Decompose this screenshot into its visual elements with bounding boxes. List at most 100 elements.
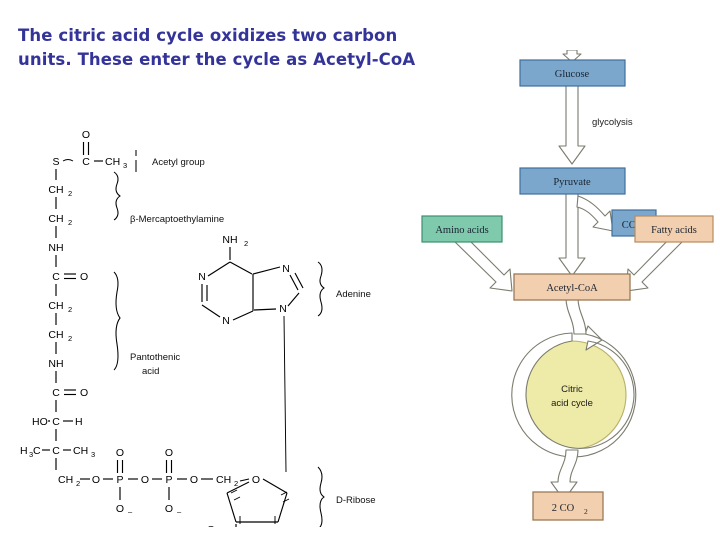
node-amino-acids[interactable]: Amino acids (421, 215, 503, 243)
node-pyruvate-label: Pyruvate (553, 177, 591, 188)
citric-acid-cycle-node: Citric acid cycle (511, 325, 637, 458)
gem-dimethyl-row: H 3 C C CH 3 (20, 445, 95, 459)
atom-ch3-right: CH (73, 445, 88, 457)
node-glucose-label: Glucose (555, 69, 590, 80)
atom-ch2-d: CH (48, 329, 63, 341)
arrow-amino-to-acetylcoa (450, 231, 513, 292)
node-co2-label: CO (622, 220, 637, 231)
node-fatty-acids-label: Fatty acids (651, 225, 697, 236)
atom-h4: H (75, 416, 83, 428)
node-fatty-acids-box[interactable] (634, 215, 714, 243)
acetyl-coa-structure-diagram: O S C CH 3 CH 2 CH 2 NH C O CH 2 CH 2 NH… (18, 112, 418, 527)
brace-ribose: D-Ribose (317, 466, 376, 527)
node-amino-acids-box[interactable] (421, 215, 503, 243)
atom-ho: HO (32, 416, 48, 428)
atom-c4: C (52, 416, 60, 428)
carbonyl-top-group: O (82, 129, 90, 155)
ribose-ring-group: O OH (226, 474, 290, 524)
atom-ch2-c: CH (48, 300, 63, 312)
atom-h3c-sub: 3 (29, 450, 33, 459)
node-2-co2-label: 2 CO (552, 503, 575, 514)
arrow-acetylcoa-into-cycle (565, 297, 587, 335)
atom-nh-b: NH (48, 358, 63, 370)
atom-o2: O (80, 271, 88, 283)
inflow-arrow-stub (562, 50, 582, 63)
label-acetyl-group: Acetyl group (152, 157, 205, 168)
atom-ch3-top: CH (105, 156, 120, 168)
atom-c5: C (52, 445, 60, 457)
metabolic-pathway-diagram: glycolysis Citric acid cycle Glucose Py (420, 50, 720, 535)
diphosphate-row: CH 2 O P O O – O P O O – O CH 2 (58, 447, 238, 516)
label-glycolysis: glycolysis (592, 117, 633, 128)
atom-nh2: NH (222, 234, 237, 246)
atom-p3-o-top: O (207, 524, 215, 527)
atom-h3c: H (20, 445, 28, 457)
node-glucose[interactable]: Glucose (519, 59, 626, 87)
brace-acetyl-group: Acetyl group (135, 150, 205, 172)
atom-ch2-a: CH (48, 184, 63, 196)
atom-o1: O (82, 129, 90, 141)
atom-ch2-b: CH (48, 213, 63, 225)
atom-s: S (52, 156, 59, 168)
title-line-2: units. These enter the cycle as Acetyl-C… (18, 50, 416, 69)
node-fatty-acids[interactable]: Fatty acids (634, 215, 714, 243)
cycle-label-line1: Citric (561, 384, 583, 395)
hydroxyl-carbon-row: HO C H (32, 416, 83, 428)
node-acetyl-coa-label: Acetyl-CoA (546, 283, 598, 294)
atom-ch3-right-sub: 3 (91, 450, 95, 459)
node-glucose-box[interactable] (519, 59, 626, 87)
atom-nh-a: NH (48, 242, 63, 254)
brace-pantothenic-acid: Pantothenic acid (113, 271, 180, 377)
atom-o3: O (80, 387, 88, 399)
atom-ch2-e-sub: 2 (76, 479, 80, 488)
atom-c1: C (82, 156, 90, 168)
atom-p1-charge: – (128, 507, 133, 516)
node-acetyl-coa[interactable]: Acetyl-CoA (513, 273, 631, 301)
atom-ch2-f: CH (216, 474, 231, 486)
amide-1-group: C O (52, 271, 88, 283)
node-pyruvate-box[interactable] (519, 167, 626, 195)
brace-mercaptoethylamine: β-Mercaptoethylamine (113, 171, 224, 225)
label-ribose: D-Ribose (336, 495, 376, 506)
brace-adenine: Adenine (317, 261, 371, 317)
atom-n9: N (279, 303, 287, 315)
atom-n1: N (198, 271, 206, 283)
label-pantothenic-1: Pantothenic (130, 352, 180, 363)
atom-p2-o-top: O (165, 447, 173, 459)
atom-ring-o: O (252, 474, 260, 486)
node-pyruvate[interactable]: Pyruvate (519, 167, 626, 195)
page-title: The citric acid cycle oxidizes two carbo… (18, 24, 488, 72)
cycle-label-line2: acid cycle (551, 398, 593, 409)
atom-p2-o-bot: O (165, 503, 173, 515)
atom-ch2-f-sub: 2 (234, 479, 238, 488)
atom-o-link3: O (190, 474, 198, 486)
adenine-ring-group: NH 2 N N N N (198, 234, 304, 473)
atom-h3c-rest: C (33, 445, 41, 457)
atom-o-link2: O (141, 474, 149, 486)
label-adenine: Adenine (336, 289, 371, 300)
node-acetyl-coa-box[interactable] (513, 273, 631, 301)
atom-p1: P (116, 474, 123, 486)
label-mercaptoethylamine: β-Mercaptoethylamine (130, 214, 224, 225)
node-2-co2-box[interactable] (532, 491, 604, 521)
atom-p2-charge: – (177, 507, 182, 516)
node-2-co2-sub: 2 (584, 507, 588, 516)
atom-ch2-a-sub: 2 (68, 189, 72, 198)
arrow-glucose-to-pyruvate (558, 85, 586, 165)
atom-ch2-b-sub: 2 (68, 218, 72, 227)
atom-p1-o-bot: O (116, 503, 124, 515)
atom-ch3-top-sub: 3 (123, 161, 127, 170)
atom-ch2-d-sub: 2 (68, 334, 72, 343)
atom-ch2-c-sub: 2 (68, 305, 72, 314)
arrow-cycle-to-co2 (550, 449, 579, 501)
atom-n7: N (282, 263, 290, 275)
amide-2-group: C O (52, 387, 88, 399)
atom-c2: C (52, 271, 60, 283)
atom-o-link1: O (92, 474, 100, 486)
atom-n3: N (222, 315, 230, 327)
atom-c3: C (52, 387, 60, 399)
label-pantothenic-2: acid (142, 366, 159, 377)
atom-nh2-sub: 2 (244, 239, 248, 248)
atom-p2: P (165, 474, 172, 486)
node-2-co2[interactable]: 2 CO 2 (532, 491, 604, 521)
